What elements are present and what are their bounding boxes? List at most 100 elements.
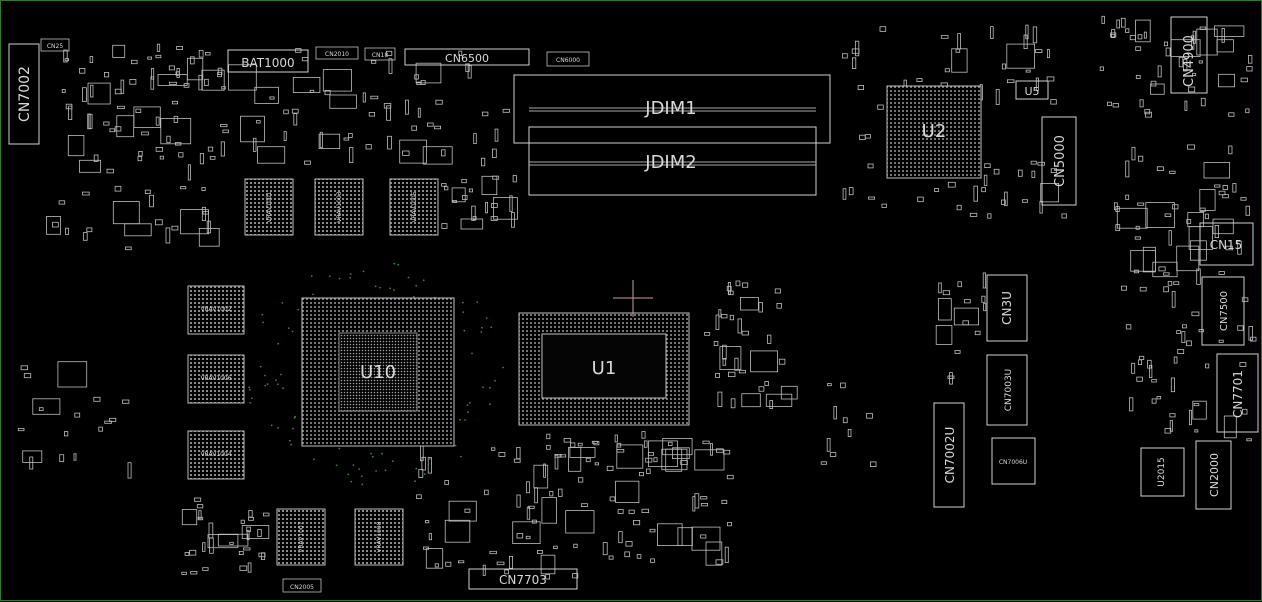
smd-part-88 — [414, 74, 419, 80]
vram-vrav1007[interactable]: VRAV1007 — [276, 508, 326, 566]
chip-u10[interactable]: U10 — [301, 297, 455, 447]
smd-part-35 — [129, 79, 137, 85]
smd-part-432 — [1135, 19, 1151, 43]
smd-part-458 — [1199, 189, 1216, 211]
smd-part-143 — [198, 74, 203, 91]
smd-part-325 — [1001, 199, 1006, 205]
smd-part-211 — [570, 442, 576, 448]
vram-vrav1001[interactable]: VRAV1001 — [244, 178, 294, 236]
memory-slot-jdim2[interactable]: JDIM2 — [528, 126, 817, 196]
smd-part-236 — [694, 493, 700, 509]
chip-u1[interactable]: U1 — [518, 312, 690, 426]
chip-u5[interactable]: U5 — [1015, 80, 1049, 100]
smd-part-494 — [1181, 331, 1186, 344]
smd-part-40 — [165, 227, 171, 244]
connector-cn7006u[interactable]: CN7006U — [991, 437, 1036, 485]
smd-part-383 — [1040, 182, 1059, 203]
battery-bat1000[interactable]: BAT1000 — [227, 49, 309, 73]
connector-cn15[interactable]: CN15 — [1199, 222, 1254, 266]
connector-cn7500[interactable]: CN7500 — [1201, 276, 1245, 346]
connector-cn3u[interactable]: CN3U — [986, 274, 1028, 342]
connector-cn7703[interactable]: CN7703 — [468, 568, 578, 590]
smd-part-452 — [1138, 155, 1144, 162]
smd-part-417 — [1188, 86, 1196, 93]
smd-part-308 — [730, 398, 736, 409]
smd-part-498 — [1170, 377, 1175, 393]
smd-part-114 — [386, 105, 392, 121]
connector-cn7003u[interactable]: CN7003U — [986, 354, 1028, 426]
test-point-83 — [361, 483, 364, 486]
smd-part-284 — [238, 551, 244, 556]
test-point-75 — [489, 403, 491, 406]
smd-part-307 — [717, 391, 723, 407]
smd-part-414 — [1228, 112, 1235, 117]
test-point-29 — [275, 379, 277, 381]
smd-part-169 — [471, 205, 476, 221]
smd-part-442 — [1218, 190, 1226, 196]
memory-slot-jdim1[interactable]: JDIM1 — [513, 74, 831, 144]
vram-vrav1005[interactable]: VRAV1005 — [389, 178, 439, 236]
vram-vrav1002[interactable]: VRAV1002 — [187, 285, 245, 335]
smd-part-38 — [171, 100, 178, 105]
smd-part-106 — [348, 133, 353, 138]
smd-part-314 — [722, 357, 727, 366]
connector-cn25[interactable]: CN25 — [40, 38, 70, 52]
smd-part-478 — [1152, 261, 1178, 278]
smd-part-243 — [421, 456, 426, 471]
connector-cn5000[interactable]: CN5000 — [1041, 116, 1077, 206]
smd-part-431 — [1183, 59, 1188, 72]
smd-part-213 — [516, 533, 524, 539]
vram-vrav1008[interactable]: VRAV1008 — [354, 508, 404, 566]
vram-vrav1004[interactable]: VRAV1004 — [187, 430, 245, 480]
connector-cn2010[interactable]: CN2010 — [315, 46, 359, 60]
smd-part-288 — [258, 552, 266, 558]
smd-part-351 — [867, 163, 874, 169]
connector-cn2005[interactable]: CN2005 — [282, 578, 322, 593]
smd-part-112 — [141, 131, 149, 136]
vram-vrav1006[interactable]: VRAV1006 — [187, 354, 245, 404]
smd-part-209 — [615, 480, 640, 504]
smd-part-330 — [995, 89, 1000, 105]
smd-part-543 — [98, 426, 103, 432]
smd-part-509 — [1239, 362, 1247, 367]
test-point-16 — [292, 427, 294, 430]
smd-part-217 — [559, 454, 567, 458]
smd-part-126 — [441, 149, 446, 157]
jdim1-label: JDIM1 — [644, 98, 696, 119]
smd-part-289 — [198, 510, 202, 520]
chip-u2015[interactable]: U2015 — [1140, 447, 1185, 497]
smd-part-389 — [969, 212, 978, 217]
connector-cn2000[interactable]: CN2000 — [1195, 440, 1232, 510]
connector-cn6000[interactable]: CN6000 — [546, 51, 590, 67]
smd-part-566 — [614, 434, 618, 443]
test-point-6 — [266, 383, 269, 386]
smd-part-295 — [750, 350, 779, 373]
smd-part-470 — [1228, 145, 1233, 155]
smd-part-37 — [176, 46, 184, 50]
connector-cn4900[interactable]: CN4900 — [1170, 16, 1208, 94]
cn18-label: CN18 — [372, 52, 388, 59]
connector-cn7002[interactable]: CN7002 — [8, 43, 40, 145]
chip-u2[interactable]: U2 — [886, 85, 982, 179]
smd-part-70 — [220, 141, 225, 157]
smd-part-554 — [957, 281, 962, 288]
connector-cn18[interactable]: CN18 — [364, 47, 396, 61]
vram-vrav1003[interactable]: VRAV1003 — [314, 178, 364, 236]
test-point-0 — [347, 473, 350, 476]
connector-cn7002u[interactable]: CN7002U — [933, 402, 965, 508]
cn6000-label: CN6000 — [556, 57, 580, 64]
smd-part-533 — [122, 399, 130, 404]
smd-part-129 — [173, 115, 179, 123]
smd-part-154 — [472, 216, 477, 221]
smd-part-249 — [533, 464, 549, 489]
smd-part-565 — [554, 453, 562, 458]
smd-part-436 — [1218, 73, 1235, 88]
smd-part-324 — [722, 344, 727, 360]
connector-cn6500[interactable]: CN6500 — [404, 48, 530, 66]
smd-part-377 — [879, 26, 887, 32]
smd-part-203 — [543, 463, 546, 478]
cn7703-label: CN7703 — [499, 573, 547, 587]
smd-part-175 — [425, 520, 430, 524]
connector-cn7701[interactable]: CN7701 — [1216, 353, 1259, 433]
smd-part-512 — [1139, 286, 1147, 292]
